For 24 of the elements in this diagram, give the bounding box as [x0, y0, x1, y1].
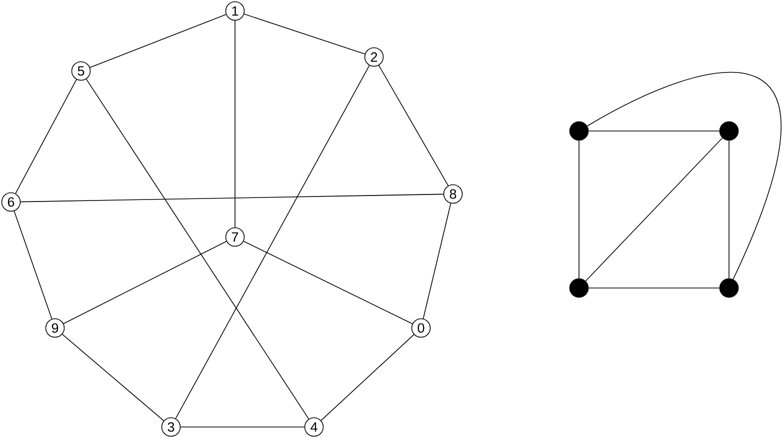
edge-line — [234, 20, 236, 228]
vertex-dot — [569, 278, 589, 298]
vertex-dot — [569, 121, 589, 141]
edge-line — [243, 240, 413, 324]
edge-line — [86, 78, 310, 420]
vertex-dot — [719, 121, 739, 141]
edge-line — [578, 140, 580, 279]
edge-line — [63, 240, 227, 324]
edge-line — [244, 14, 366, 54]
edge-line — [728, 140, 730, 279]
vertex-dot — [719, 278, 739, 298]
edge-line — [378, 64, 449, 186]
edge-line — [422, 202, 452, 320]
edge-line — [585, 138, 723, 282]
edge-line — [14, 210, 52, 320]
edge-line — [320, 334, 414, 421]
edge-line — [588, 130, 720, 132]
edge-line — [62, 334, 164, 422]
edge-line — [15, 79, 77, 194]
edge-line — [20, 194, 444, 202]
edge-line — [90, 14, 226, 68]
edge-line — [175, 65, 370, 419]
curved-edge — [586, 72, 782, 280]
edge-line — [180, 426, 305, 428]
